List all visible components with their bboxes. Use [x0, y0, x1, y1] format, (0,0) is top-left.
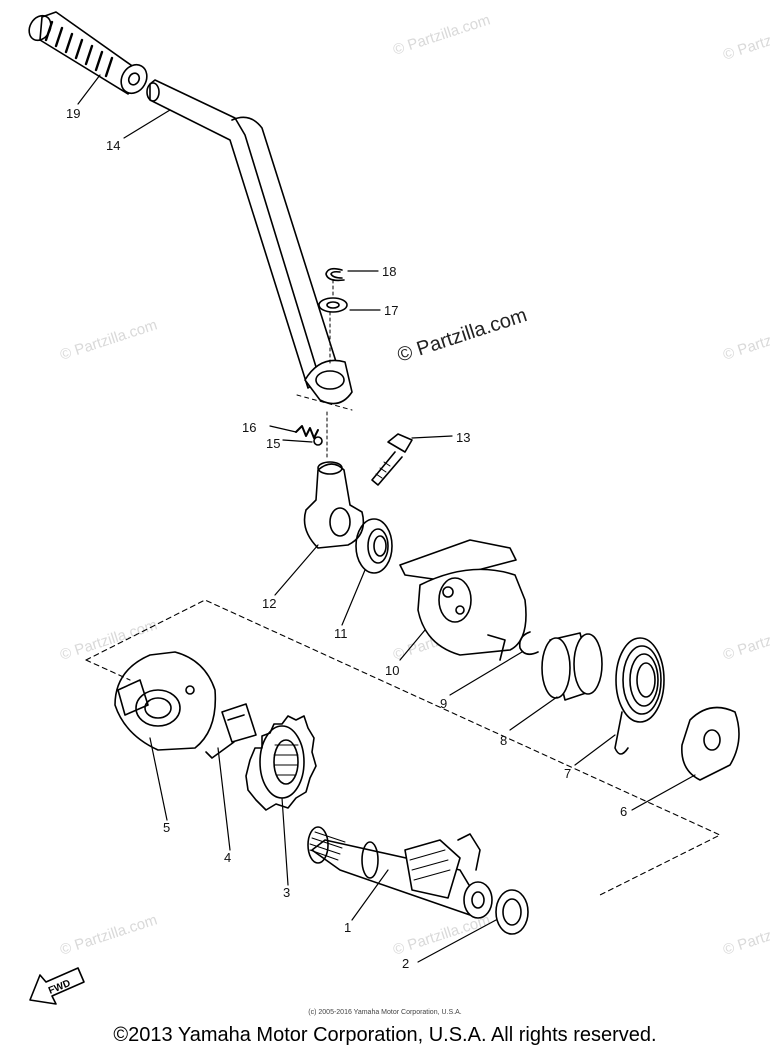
label-15: 15: [266, 436, 280, 451]
part-kick-lever: [146, 79, 353, 411]
watermark: © Partzilla.com: [58, 911, 159, 958]
part-bolt: [371, 433, 413, 486]
watermark: © Partzilla.com: [721, 911, 770, 958]
part-circlip-small: [518, 631, 539, 656]
part-oil-seal: [355, 518, 393, 574]
label-5: 5: [163, 820, 170, 835]
watermark-layer: © Partzilla.com © Partzilla.com © Partzi…: [58, 11, 770, 958]
label-17: 17: [384, 303, 398, 318]
label-3: 3: [283, 885, 290, 900]
part-axle-washer: [495, 889, 529, 935]
label-6: 6: [620, 804, 627, 819]
label-9: 9: [440, 696, 447, 711]
leader-lines: [77, 74, 696, 963]
watermark: © Partzilla.com: [721, 316, 770, 363]
watermark: © Partzilla.com: [721, 616, 770, 663]
label-12: 12: [262, 596, 276, 611]
label-13: 13: [456, 430, 470, 445]
part-plate-washer: [681, 706, 740, 781]
watermark: © Partzilla.com: [58, 316, 159, 363]
part-washer: [318, 297, 348, 313]
assembly-outline: [85, 599, 721, 896]
part-circlip: [325, 267, 345, 282]
label-1: 1: [344, 920, 351, 935]
part-grip: [28, 11, 148, 95]
small-copyright: (c) 2005-2016 Yamaha Motor Corporation, …: [308, 1009, 462, 1016]
watermark: © Partzilla.com: [391, 11, 492, 58]
watermark: © Partzilla.com: [721, 16, 770, 63]
footer-copyright: ©2013 Yamaha Motor Corporation, U.S.A. A…: [113, 1024, 657, 1046]
part-ratchet-plate: [114, 651, 217, 751]
label-10: 10: [385, 663, 399, 678]
label-19: 19: [66, 106, 80, 121]
watermark-main: © Partzilla.com: [395, 304, 530, 367]
label-7: 7: [564, 766, 571, 781]
part-clip: [205, 703, 257, 759]
part-guide-cover: [399, 539, 527, 661]
part-kick-gear: [245, 715, 317, 811]
label-11: 11: [334, 626, 348, 641]
part-kick-axle: [307, 826, 493, 919]
label-18: 18: [382, 264, 396, 279]
fwd-arrow-icon: [29, 967, 85, 1005]
part-boss: [303, 461, 365, 549]
part-spring-guide: [541, 632, 603, 701]
watermark: © Partzilla.com: [58, 616, 159, 663]
label-8: 8: [500, 733, 507, 748]
label-16: 16: [242, 420, 256, 435]
label-14: 14: [106, 138, 120, 153]
part-spring: [295, 425, 319, 439]
label-4: 4: [224, 850, 231, 865]
label-2: 2: [402, 956, 409, 971]
part-ball: [313, 436, 323, 446]
part-torsion-spring: [614, 637, 665, 755]
